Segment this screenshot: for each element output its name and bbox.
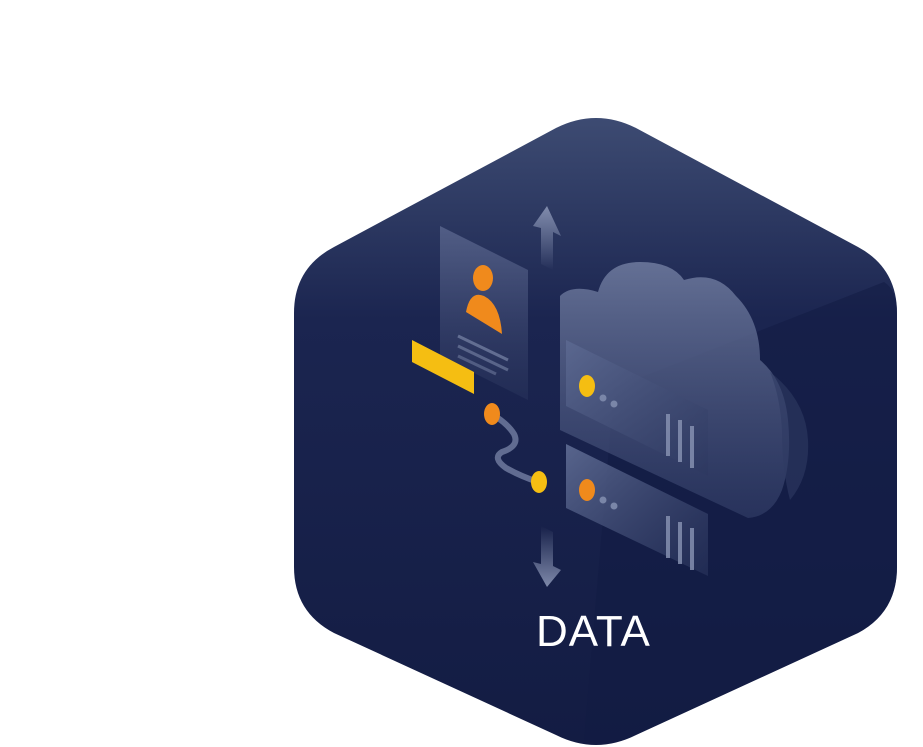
badge-label: DATA: [536, 607, 651, 656]
user-card-icon: [440, 226, 528, 400]
cloud-icon: [560, 262, 809, 518]
yellow-bar-icon: [412, 340, 474, 394]
server-icon: [566, 340, 708, 476]
arrow-down-icon: [533, 526, 561, 587]
connection-path-icon: [484, 403, 547, 493]
server-icon: [566, 444, 708, 576]
arrow-up-icon: [533, 206, 561, 270]
